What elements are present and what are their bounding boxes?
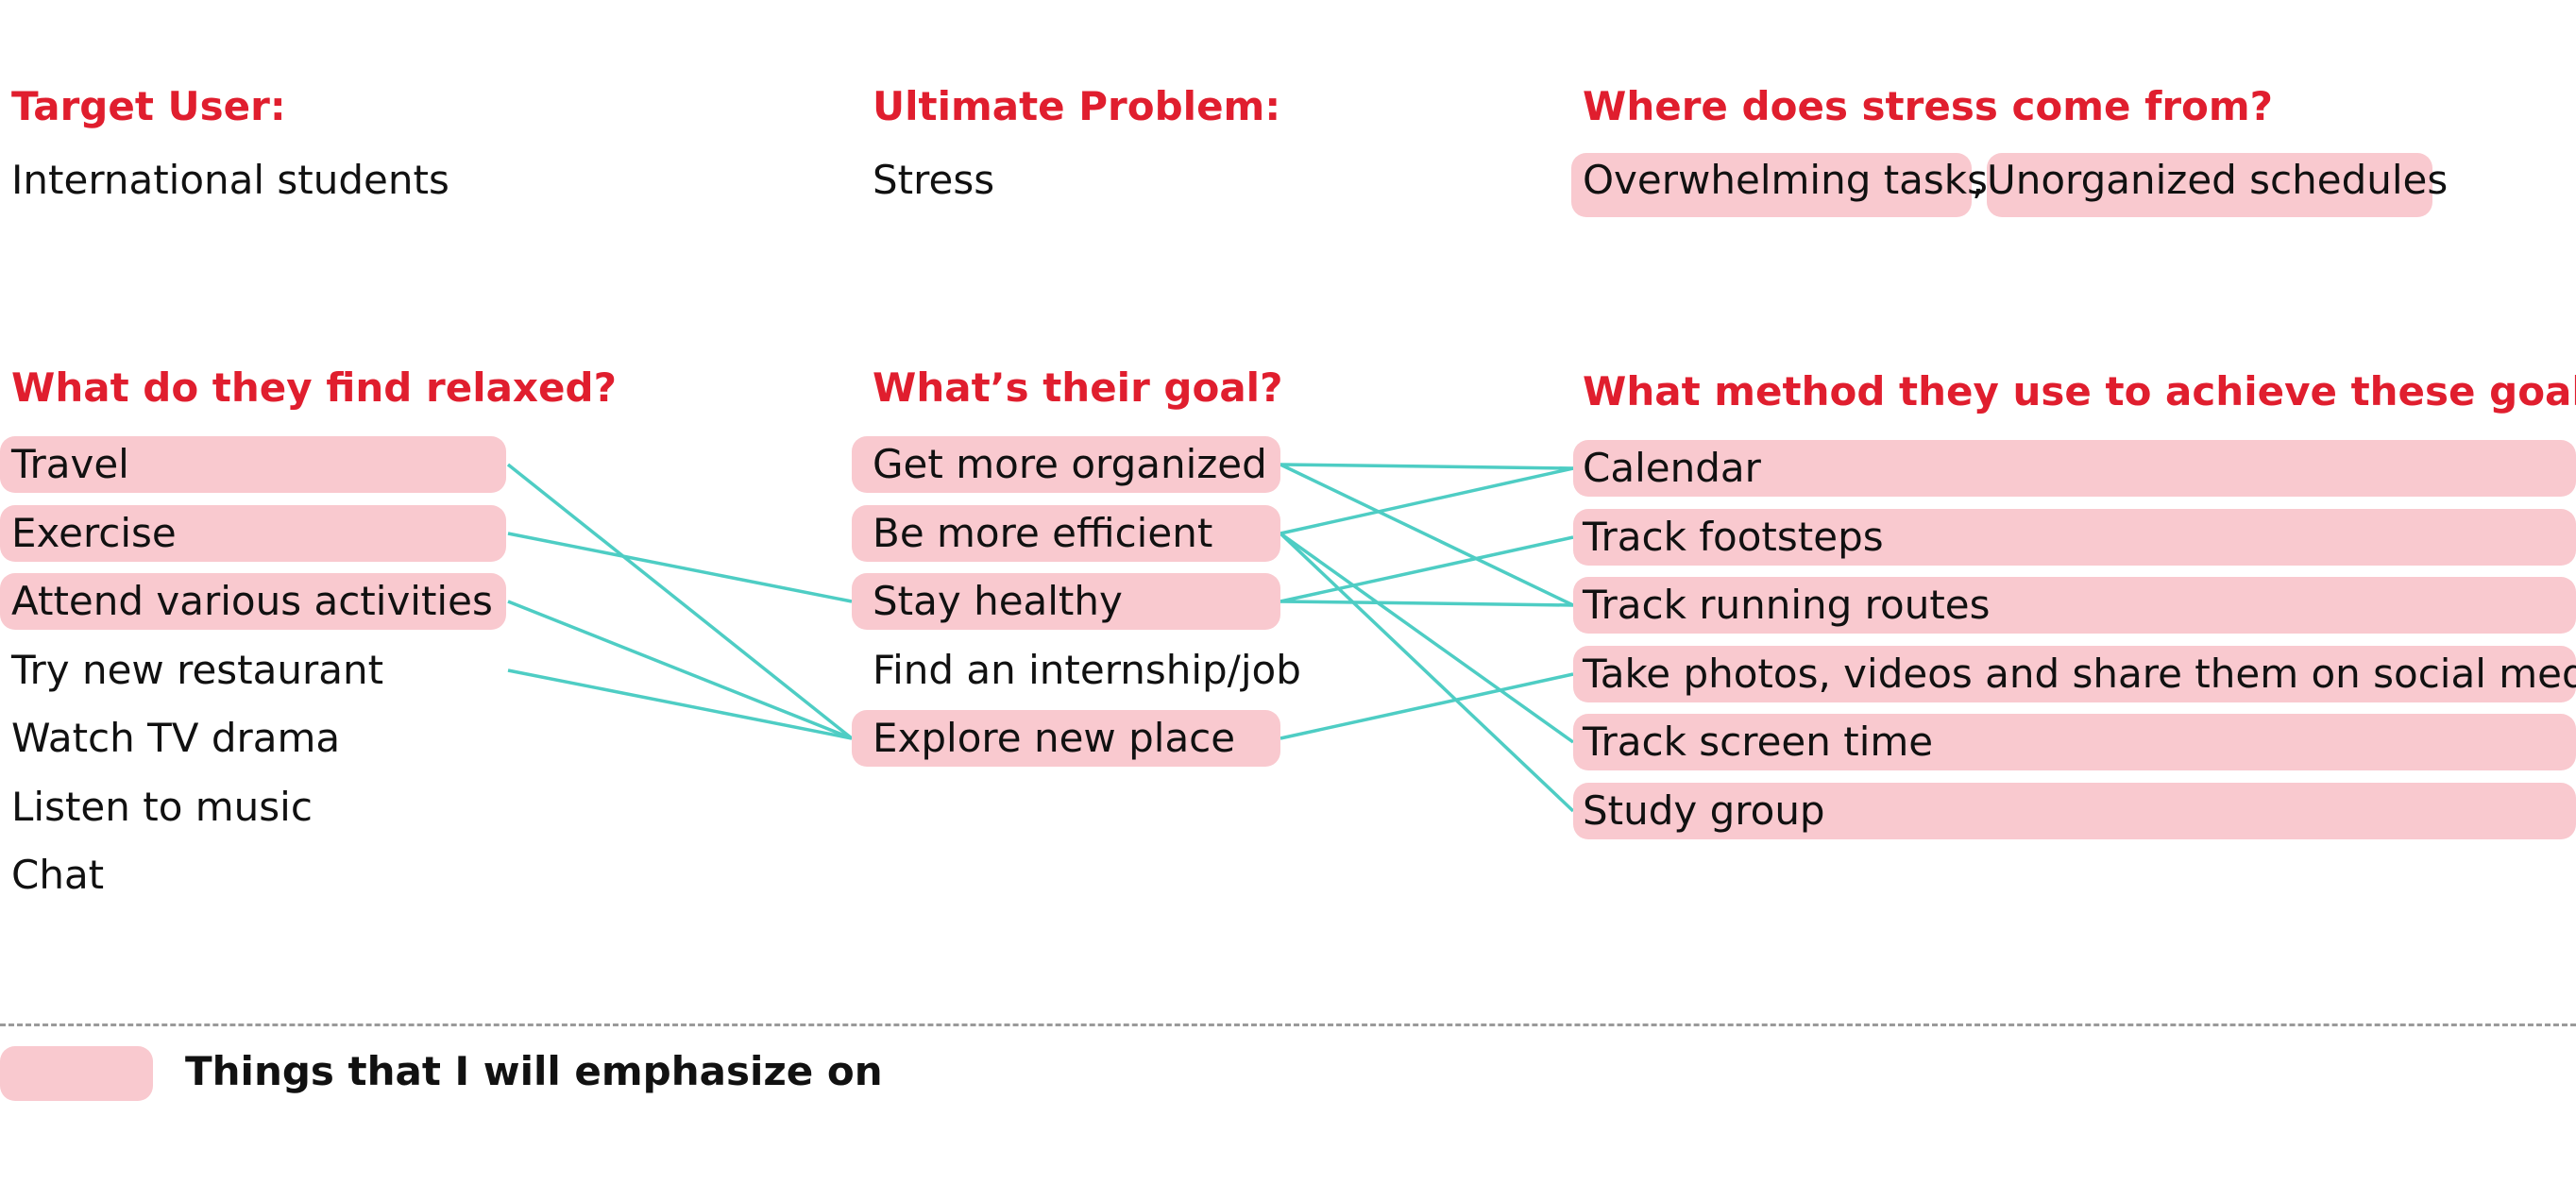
connector-line — [507, 668, 853, 740]
connector-line — [1280, 463, 1574, 607]
methods-item: Track screen time — [1583, 719, 1934, 765]
connector-line — [1280, 466, 1574, 535]
methods-item: Study group — [1583, 787, 1825, 834]
methods-item-highlight — [1573, 783, 2576, 839]
methods-item: Track running routes — [1583, 582, 1991, 628]
connector-line — [1280, 672, 1574, 740]
goals-item: Find an internship/job — [873, 647, 1301, 693]
goals-item: Be more efficient — [873, 510, 1213, 556]
relaxed-item: Chat — [11, 852, 105, 898]
target-user-value: International students — [11, 157, 449, 203]
target-user-heading: Target User: — [11, 83, 286, 129]
relaxed-item: Watch TV drama — [11, 715, 341, 761]
goals-item-highlight — [852, 436, 1280, 493]
stress-source-highlight-2 — [1987, 153, 2432, 217]
relaxed-item: Travel — [11, 441, 129, 487]
connector-line — [506, 463, 854, 740]
relaxed-item: Attend various activities — [11, 578, 493, 624]
legend-divider — [0, 1023, 2576, 1026]
relaxed-item-highlight — [0, 436, 506, 493]
goals-heading: What’s their goal? — [873, 364, 1283, 411]
stress-source-separator: , — [1972, 157, 1985, 203]
connector-line — [507, 532, 853, 603]
methods-item: Track footsteps — [1583, 514, 1884, 560]
methods-item-highlight — [1573, 646, 2576, 702]
methods-heading: What method they use to achieve these go… — [1583, 368, 2576, 414]
relaxed-item-highlight — [0, 505, 506, 562]
goals-item: Explore new place — [873, 715, 1236, 761]
relaxed-heading: What do they find relaxed? — [11, 364, 617, 411]
goals-item: Get more organized — [873, 441, 1267, 487]
connector-line — [1279, 532, 1575, 813]
ultimate-problem-value: Stress — [873, 157, 995, 203]
relaxed-item: Exercise — [11, 510, 177, 556]
methods-item-highlight — [1573, 509, 2576, 566]
stress-source-item-2: Unorganized schedules — [1987, 157, 2449, 203]
stress-source-heading: Where does stress come from? — [1583, 83, 2274, 129]
connector-line — [1280, 600, 1574, 607]
stress-source-item-1: Overwhelming tasks — [1583, 157, 1989, 203]
methods-item-highlight — [1573, 714, 2576, 770]
relaxed-item: Try new restaurant — [11, 647, 384, 693]
connector-line — [507, 600, 853, 740]
stress-source-highlight-1 — [1571, 153, 1972, 217]
methods-item-highlight — [1573, 440, 2576, 497]
connector-line — [1280, 463, 1574, 470]
goals-item-highlight — [852, 573, 1280, 630]
connector-line — [1279, 532, 1575, 744]
goals-item-highlight — [852, 505, 1280, 562]
relaxed-item: Listen to music — [11, 784, 313, 830]
connector-line — [1280, 535, 1574, 603]
goals-item: Stay healthy — [873, 578, 1123, 624]
relaxed-item-highlight — [0, 573, 506, 630]
methods-item: Calendar — [1583, 445, 1761, 491]
ultimate-problem-heading: Ultimate Problem: — [873, 83, 1281, 129]
methods-item: Take photos, videos and share them on so… — [1583, 651, 2576, 697]
goals-item-highlight — [852, 710, 1280, 767]
legend-label: Things that I will emphasize on — [185, 1048, 883, 1094]
legend-swatch — [0, 1046, 153, 1101]
methods-item-highlight — [1573, 577, 2576, 634]
